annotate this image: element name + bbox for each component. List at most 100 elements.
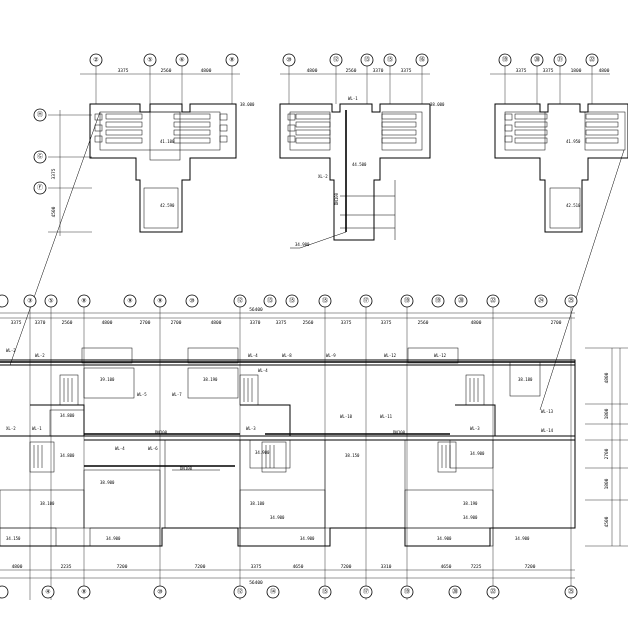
elevation: 41.950 (566, 139, 581, 144)
axis-label: ⑧ (81, 298, 86, 305)
dimension: 7225 (471, 564, 482, 570)
axis-label: ⑬ (267, 297, 273, 305)
pipe-tags: WL-2 WL-2 WL-4 WL-8 WL-9 WL-12 WL-12 WL-… (6, 348, 554, 471)
axis-label: ⑮ (387, 56, 393, 64)
axis-label: ⑫ (333, 56, 339, 64)
dimension: 4650 (293, 564, 304, 570)
pipe-tag: WL-1 (348, 96, 358, 101)
dimension: 2700 (551, 320, 562, 326)
leader-line (539, 149, 625, 411)
dimension: 2560 (346, 68, 357, 74)
dimension: 1800 (571, 68, 582, 74)
dimension: 3375 (51, 168, 57, 179)
dimension: 4800 (102, 320, 113, 326)
dimension: 4800 (201, 68, 212, 74)
elevation: 38.900 (100, 480, 115, 485)
dimension: 3375 (276, 320, 287, 326)
elevation: 38.190 (203, 377, 218, 382)
axis-label: ⑬ (364, 56, 370, 64)
dimension: 56400 (249, 580, 263, 586)
axis-label: ⑯ (419, 56, 425, 64)
detail-c: ⑲ ⑳ ㉑ ㉒ 3375 3375 1800 4800 41.950 42.51… (490, 53, 628, 233)
axis-label: ㉒ (490, 588, 496, 596)
bottom-dimensions: 4800 2235 7200 7200 3375 4650 7200 3310 … (12, 564, 536, 570)
pipe-tag: XL-2 (6, 426, 16, 431)
pipe-tag: XL-2 (318, 174, 328, 179)
axis-label: Ⓕ (37, 184, 43, 192)
elevation: 38.000 (240, 102, 255, 107)
axis-label: ⑲ (435, 297, 441, 305)
elevation: 38.000 (430, 102, 445, 107)
dimension: 4500 (604, 516, 610, 527)
pipe-tag: WL-5 (137, 392, 147, 397)
grid-lines (29, 307, 572, 600)
axis-label: ⑳ (534, 56, 540, 64)
elevation: 34.150 (6, 536, 21, 541)
dimension: 56400 (249, 307, 263, 313)
axis-label: ⑮ (289, 297, 295, 305)
dimension: 3370 (373, 68, 384, 74)
axis-label: ⑧ (229, 57, 234, 64)
bottom-axes: ④ ⑧ ⑩ ⑫ ⑭ ⑮ ⑰ ⑲ ⑳ ㉒ ㉕ (0, 585, 578, 599)
dimension: 7200 (525, 564, 536, 570)
axis-label: ㉔ (538, 297, 544, 305)
dimension: 7200 (195, 564, 206, 570)
dimension: 1800 (604, 478, 610, 489)
axis-label: ㉒ (589, 56, 595, 64)
dimension: 2560 (161, 68, 172, 74)
stair-rows (287, 113, 417, 144)
dimension: 3375 (11, 320, 22, 326)
axis-label: ⑩ (189, 298, 194, 305)
elevations: 39.100 38.190 38.180 34.800 34.800 34.90… (6, 377, 533, 541)
axis-label: ㉒ (490, 297, 496, 305)
axis-label: ⑫ (237, 588, 243, 596)
dimension: 2560 (303, 320, 314, 326)
axis-label: ⑭ (270, 588, 276, 596)
dimension: 3375 (401, 68, 412, 74)
axis-label: ⑰ (363, 297, 369, 305)
pipe-tag: WL-12 (384, 353, 397, 358)
elevation: 34.900 (106, 536, 121, 541)
pipe-tag: WL-9 (326, 353, 336, 358)
axis-label: ⑳ (452, 588, 458, 596)
elevation: 34.900 (515, 536, 530, 541)
dimension: 3375 (516, 68, 527, 74)
stair-rows (504, 113, 619, 144)
axis-label: ⑲ (404, 297, 410, 305)
axis-label: ⑥ (179, 57, 184, 64)
top-dimensions: 3375 3370 2560 4800 2700 2700 4800 3370 … (11, 320, 562, 326)
elevation: 34.900 (270, 515, 285, 520)
pipe-tag: WL-1 (32, 426, 42, 431)
leader-line (9, 111, 101, 366)
elevation: 38.180 (518, 377, 533, 382)
elevation: 44.500 (352, 162, 367, 167)
pipe-size: DN100 (180, 466, 193, 471)
dimension: 1800 (604, 408, 610, 419)
dimension: 4800 (307, 68, 318, 74)
dimension: 2235 (61, 564, 72, 570)
elevation: 38.150 (345, 453, 360, 458)
pipe-tag: WL-4 (258, 368, 268, 373)
pipe-size: DN100 (334, 192, 339, 205)
axis-label: ④ (45, 589, 50, 596)
pipe-tag: WL-7 (172, 392, 182, 397)
elevation: 38.190 (463, 501, 478, 506)
elevation: 34.900 (437, 536, 452, 541)
dimension: 3375 (381, 320, 392, 326)
pipe-tag: WL-4 (115, 446, 125, 451)
axis-label: ⑮ (322, 588, 328, 596)
elevation: 34.900 (295, 242, 310, 247)
pipe-tag: WL-13 (541, 409, 554, 414)
dimension: 4800 (12, 564, 23, 570)
axis-label: ⑩ (157, 589, 162, 596)
dimension: 4800 (471, 320, 482, 326)
axis-label: ⑨ (157, 298, 162, 305)
dimension: 2700 (604, 448, 610, 459)
stair-rows (94, 113, 228, 144)
axis-label: ㉕ (568, 588, 574, 596)
elevation: 38.100 (40, 501, 55, 506)
dimension: 3375 (251, 564, 262, 570)
dimension: 3310 (381, 564, 392, 570)
pipe-size: DN100 (393, 430, 406, 435)
